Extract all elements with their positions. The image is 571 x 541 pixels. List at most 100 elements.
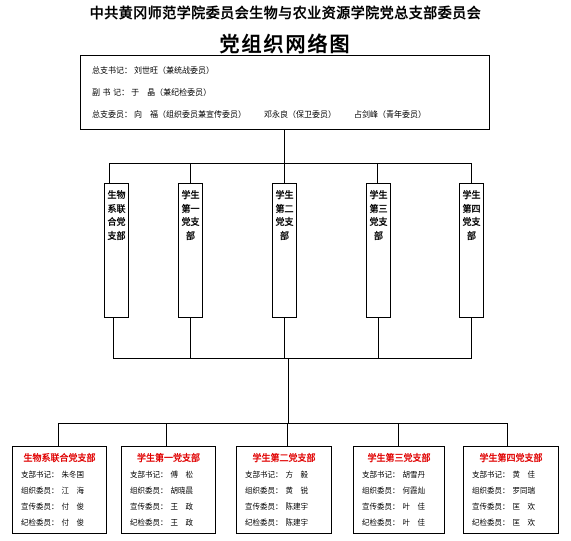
- branch-student-3-box: 学生第三党支部: [366, 183, 391, 318]
- connector-line: [471, 318, 472, 358]
- member-name: 黄 锐: [285, 486, 309, 495]
- member-row: 纪检委员：付 俊: [21, 517, 84, 528]
- connector-line: [287, 423, 288, 446]
- connector-line: [398, 423, 399, 446]
- member-row: 组织委员：黄 锐: [245, 485, 308, 496]
- role-label: 支部书记：: [362, 470, 400, 479]
- role-label: 纪检委员：: [472, 518, 510, 527]
- connector-line: [471, 163, 472, 183]
- deputy-name: 于 晶（兼纪检委员）: [131, 88, 212, 97]
- member-name: 罗同瑞: [512, 486, 536, 495]
- connector-line: [166, 423, 167, 446]
- organization-title: 中共黄冈师范学院委员会生物与农业资源学院党总支部委员会: [89, 6, 482, 22]
- member-name: 叶 佳: [402, 502, 426, 511]
- subcommittee-student-1: 学生第一党支部 支部书记：傅 松 组织委员：胡晓晨 宣传委员：王 政 纪检委员：…: [121, 446, 216, 534]
- member-row: 支部书记：胡雪丹: [362, 469, 425, 480]
- role-label: 支部书记：: [472, 470, 510, 479]
- role-label: 宣传委员：: [245, 502, 283, 511]
- member-row: 支部书记：方 毅: [245, 469, 308, 480]
- member-name: 江 海: [61, 486, 85, 495]
- branch-student-4-box: 学生第四党支部: [459, 183, 484, 318]
- network-diagram-title: 党组织网络图: [219, 32, 352, 56]
- member-row: 宣传委员：陈建宇: [245, 501, 308, 512]
- deputy-role: 副 书 记：: [92, 88, 130, 97]
- member-row: 宣传委员：王 政: [130, 501, 193, 512]
- connector-line: [377, 163, 378, 183]
- connector-line: [378, 318, 379, 358]
- member-name: 陈建宇: [285, 518, 309, 527]
- member-name: 王 政: [170, 518, 194, 527]
- role-label: 组织委员：: [362, 486, 400, 495]
- member-row: 宣传委员：叶 佳: [362, 501, 425, 512]
- member-name: 付 俊: [61, 518, 85, 527]
- subcommittee-title: 学生第三党支部: [367, 454, 431, 464]
- member-name: 胡晓晨: [170, 486, 194, 495]
- role-label: 宣传委员：: [472, 502, 510, 511]
- connector-line: [58, 423, 507, 424]
- branch-label: 生物系联合党支部: [107, 191, 126, 242]
- role-label: 宣传委员：: [21, 502, 59, 511]
- member-name: 匡 欢: [512, 502, 536, 511]
- subcommittee-student-4: 学生第四党支部 支部书记：黄 佳 组织委员：罗同瑞 宣传委员：匡 欢 纪检委员：…: [463, 446, 559, 534]
- subcommittee-title: 学生第四党支部: [479, 454, 543, 464]
- committee-member: 向 福（组织委员兼宣传委员）: [134, 110, 246, 119]
- deputy-secretary-line: 副 书 记：于 晶（兼纪检委员）: [92, 87, 213, 98]
- member-name: 陈建宇: [285, 502, 309, 511]
- member-row: 支部书记：朱冬国: [21, 469, 84, 480]
- connector-line: [284, 163, 285, 183]
- connector-line: [190, 163, 191, 183]
- member-row: 宣传委员：匡 欢: [472, 501, 535, 512]
- member-name: 匡 欢: [512, 518, 536, 527]
- connector-line: [288, 358, 289, 423]
- member-row: 纪检委员：匡 欢: [472, 517, 535, 528]
- connector-line: [109, 163, 471, 164]
- role-label: 纪检委员：: [130, 518, 168, 527]
- role-label: 宣传委员：: [130, 502, 168, 511]
- role-label: 组织委员：: [130, 486, 168, 495]
- member-name: 黄 佳: [512, 470, 536, 479]
- member-row: 组织委员：何霞灿: [362, 485, 425, 496]
- committee-members-line: 总支委员：向 福（组织委员兼宣传委员） 邓永良（保卫委员） 占剑峰（青年委员）: [92, 109, 428, 120]
- member-row: 宣传委员：付 俊: [21, 501, 84, 512]
- member-name: 朱冬国: [61, 470, 85, 479]
- connector-line: [284, 130, 285, 163]
- member-name: 何霞灿: [402, 486, 426, 495]
- role-label: 组织委员：: [21, 486, 59, 495]
- member-name: 王 政: [170, 502, 194, 511]
- member-row: 组织委员：胡晓晨: [130, 485, 193, 496]
- member-name: 付 俊: [61, 502, 85, 511]
- role-label: 组织委员：: [245, 486, 283, 495]
- subcommittee-title: 生物系联合党支部: [23, 454, 96, 464]
- role-label: 纪检委员：: [245, 518, 283, 527]
- member-row: 纪检委员：陈建宇: [245, 517, 308, 528]
- subcommittee-title: 学生第一党支部: [136, 454, 200, 464]
- committee-member: 邓永良（保卫委员）: [264, 110, 336, 119]
- member-row: 纪检委员：王 政: [130, 517, 193, 528]
- members-label: 总支委员：: [92, 110, 132, 119]
- branch-biology-joint-box: 生物系联合党支部: [104, 183, 129, 318]
- subcommittee-student-3: 学生第三党支部 支部书记：胡雪丹 组织委员：何霞灿 宣传委员：叶 佳 纪检委员：…: [353, 446, 445, 534]
- secretary-name: 刘世旺（兼统战委员）: [134, 66, 214, 75]
- connector-line: [113, 358, 472, 359]
- connector-line: [58, 423, 59, 446]
- member-name: 胡雪丹: [402, 470, 426, 479]
- member-name: 叶 佳: [402, 518, 426, 527]
- subcommittee-biology-joint: 生物系联合党支部 支部书记：朱冬国 组织委员：江 海 宣传委员：付 俊 纪检委员…: [12, 446, 107, 534]
- role-label: 纪检委员：: [21, 518, 59, 527]
- member-row: 纪检委员：叶 佳: [362, 517, 425, 528]
- connector-line: [190, 318, 191, 358]
- committee-member: 占剑峰（青年委员）: [354, 110, 426, 119]
- connector-line: [109, 163, 110, 183]
- branch-student-2-box: 学生第二党支部: [272, 183, 297, 318]
- member-row: 组织委员：罗同瑞: [472, 485, 535, 496]
- role-label: 支部书记：: [21, 470, 59, 479]
- connector-line: [113, 318, 114, 358]
- subcommittee-student-2: 学生第二党支部 支部书记：方 毅 组织委员：黄 锐 宣传委员：陈建宇 纪检委员：…: [236, 446, 332, 534]
- member-row: 支部书记：黄 佳: [472, 469, 535, 480]
- role-label: 支部书记：: [245, 470, 283, 479]
- branch-label: 学生第一党支部: [181, 191, 200, 242]
- member-name: 方 毅: [285, 470, 309, 479]
- role-label: 纪检委员：: [362, 518, 400, 527]
- member-name: 傅 松: [170, 470, 194, 479]
- secretary-line: 总支书记：刘世旺（兼统战委员）: [92, 65, 216, 76]
